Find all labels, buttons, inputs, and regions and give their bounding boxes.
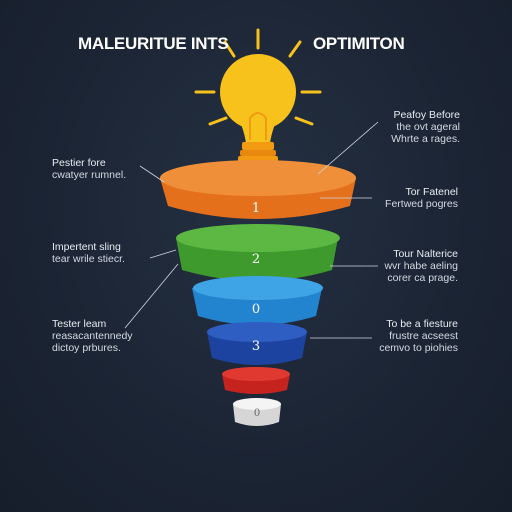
left-label-2: Impertent sling tear wrile stiecr. (52, 241, 125, 265)
left-label-1-line1: Pestier fore (52, 157, 106, 169)
right-label-2-line2: Fertwed pogres (385, 198, 458, 210)
right-label-2-line1: Tor Fatenel (405, 186, 458, 198)
right-label-4-line2: frustre acseest (389, 330, 458, 342)
left-label-3-line3: dictoy prbures. (52, 342, 121, 354)
right-label-4: To be a fiesture frustre acseest cemvo t… (379, 318, 458, 354)
left-label-3-line1: Tester leam (52, 318, 107, 330)
right-label-1: Peafoy Before the ovt ageral Whrte a rag… (391, 109, 460, 145)
tier-number-6: 0 (253, 408, 261, 419)
funnel-tier-1 (160, 160, 356, 219)
right-label-3-line1: Tour Nalterice (393, 248, 458, 260)
right-label-3-line3: corer ca prage. (387, 272, 458, 284)
right-label-4-line3: cemvo to piohies (379, 342, 458, 354)
connector-lines (124, 121, 379, 339)
funnel-tier-3 (192, 276, 323, 325)
funnel-tier-2 (176, 224, 340, 281)
right-label-1-line3: Whrte a rages. (391, 133, 460, 145)
left-label-1-line2: cwatyer rumnel. (52, 169, 127, 181)
title-left: MALEURITUE INTS (78, 34, 229, 53)
right-label-3: Tour Nalterice wvr habe aeling corer ca … (384, 248, 458, 284)
lightbulb-icon (220, 54, 296, 164)
left-label-2-line1: Impertent sling (52, 241, 121, 253)
tier-number-2: 2 (251, 252, 261, 267)
funnel-tier-6 (233, 398, 281, 426)
right-label-4-line1: To be a fiesture (386, 318, 458, 330)
left-label-3-line2: reasacantennedy (52, 330, 133, 342)
right-label-1-line1: Peafoy Before (393, 109, 460, 121)
tier-number-4: 3 (251, 339, 261, 354)
funnel-tier-4 (207, 322, 307, 365)
funnel-tier-5 (222, 367, 290, 394)
tier-number-1: 1 (251, 201, 261, 216)
right-label-3-line2: wvr habe aeling (384, 260, 458, 272)
light-rays (194, 28, 322, 126)
right-label-1-line2: the ovt ageral (396, 121, 460, 133)
left-label-2-line2: tear wrile stiecr. (52, 253, 125, 265)
title-right: OPTIMITON (313, 34, 405, 53)
left-label-3: Tester leam reasacantennedy dictoy prbur… (52, 318, 133, 354)
right-label-2: Tor Fatenel Fertwed pogres (385, 186, 458, 210)
tier-number-3: 0 (251, 302, 261, 317)
left-label-1: Pestier fore cwatyer rumnel. (52, 157, 126, 181)
